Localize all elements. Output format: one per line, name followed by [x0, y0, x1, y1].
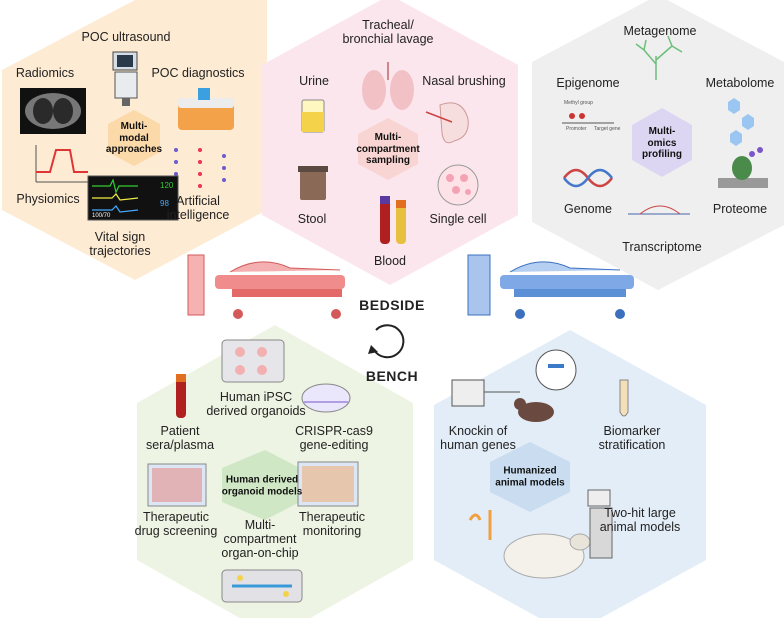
- lungs-icon: [362, 62, 414, 110]
- bedside-label: BEDSIDE: [359, 297, 425, 313]
- crispr-label: CRISPR-cas9 gene-editing: [295, 424, 373, 452]
- multimodal-core-label: Multi- modal approaches: [105, 120, 163, 155]
- stool-label: Stool: [297, 212, 327, 226]
- urine-label: Urine: [299, 74, 329, 88]
- ct-scan-icon: [20, 88, 86, 134]
- nasal-brushing-label: Nasal brushing: [422, 74, 506, 88]
- monitor-bp-value: 100/70: [92, 213, 111, 219]
- proteome-label: Proteome: [712, 202, 768, 216]
- drug-screening-label: Therapeutic drug screening: [134, 510, 218, 538]
- blue-hospital-bed-icon: [467, 254, 634, 319]
- animal-core-hexagon: [490, 442, 570, 512]
- blood-label: Blood: [374, 254, 406, 268]
- animal-core-label: Humanized animal models: [495, 465, 565, 489]
- single-cell-icon: [437, 164, 479, 206]
- physiomics-label: Physiomics: [16, 192, 80, 206]
- sampling-core-hexagon: [358, 118, 418, 180]
- bench-label: BENCH: [365, 368, 419, 384]
- biomarker-tube-icon: [619, 379, 629, 417]
- blood-tube-icon: [380, 196, 406, 244]
- crispr-icon: [301, 383, 351, 413]
- cycle-arrow-icon: [368, 324, 405, 359]
- methyl-group-label: Methyl group: [564, 100, 593, 106]
- poc-ultrasound-label: POC ultrasound: [81, 30, 171, 44]
- transcriptome-label: Transcriptome: [622, 240, 702, 254]
- ipsc-organoids-label: Human iPSC derived organoids: [206, 390, 306, 418]
- epigenome-label: Epigenome: [556, 76, 620, 90]
- physiomics-waveform-icon: [35, 145, 88, 183]
- red-hospital-bed-icon: [187, 254, 345, 319]
- patient-sera-label: Patient sera/plasma: [145, 424, 215, 452]
- sheep-icon: [503, 533, 591, 579]
- tracheal-lavage-label: Tracheal/ bronchial lavage: [342, 18, 434, 46]
- knockin-label: Knockin of human genes: [440, 424, 516, 452]
- metabolome-label: Metabolome: [705, 76, 775, 90]
- dna-helix-icon: [563, 168, 613, 188]
- biomarker-label: Biomarker stratification: [598, 424, 666, 452]
- gene-construct-icon: [535, 349, 577, 391]
- radiomics-label: Radiomics: [15, 66, 75, 80]
- sampling-core-label: Multi- compartment sampling: [356, 131, 420, 166]
- proteome-icon: [718, 147, 768, 188]
- gene-helix-icon: [468, 510, 492, 540]
- ultrasound-machine-icon: [112, 51, 138, 106]
- artificial-intelligence-label: Artificial intelligence: [166, 194, 230, 222]
- poc-diagnostic-device-icon: [178, 88, 234, 130]
- genome-label: Genome: [564, 202, 612, 216]
- epigenome-icon: Methyl group Promoter Target gene: [562, 100, 621, 132]
- knockin-device-icon: [451, 379, 520, 407]
- organoid-core-label: Human derived organoid models: [221, 474, 303, 498]
- mouse-icon: [514, 398, 554, 422]
- transcriptome-icon: [628, 205, 690, 215]
- organoid-plate-icon: [221, 339, 285, 383]
- drug-screening-plate-icon: [147, 463, 207, 507]
- poc-diagnostics-label: POC diagnostics: [151, 66, 245, 80]
- vital-sign-monitor-icon: 120 98 100/70: [87, 175, 179, 221]
- target-gene-label: Target gene: [594, 126, 621, 132]
- therapeutic-monitoring-label: Therapeutic monitoring: [298, 510, 366, 538]
- metagenome-label: Metagenome: [623, 24, 697, 38]
- metagenome-tree-icon: [635, 35, 683, 80]
- organ-on-chip-label: Multi- compartment organ-on-chip: [221, 518, 299, 560]
- omics-core-label: Multi- omics profiling: [642, 125, 682, 160]
- multimodal-core-hexagon: [108, 110, 160, 166]
- monitor-hr-value: 120: [160, 181, 174, 190]
- omics-core-hexagon: [632, 108, 692, 177]
- urine-cup-icon: [301, 99, 325, 133]
- nasal-brushing-icon: [425, 102, 469, 144]
- ventilator-icon: [587, 489, 613, 559]
- patient-sera-tube-icon: [176, 374, 186, 418]
- two-hit-label: Two-hit large animal models: [599, 506, 681, 534]
- monitoring-plate-icon: [297, 461, 359, 507]
- vital-sign-label: Vital sign trajectories: [89, 230, 151, 258]
- single-cell-label: Single cell: [429, 212, 487, 226]
- organ-on-chip-icon: [221, 569, 303, 603]
- metabolome-molecule-icon: [728, 98, 754, 146]
- monitor-spo2-value: 98: [160, 199, 169, 208]
- organoid-core-hexagon: [222, 450, 300, 520]
- promoter-label: Promoter: [566, 126, 587, 132]
- stool-container-icon: [298, 166, 328, 200]
